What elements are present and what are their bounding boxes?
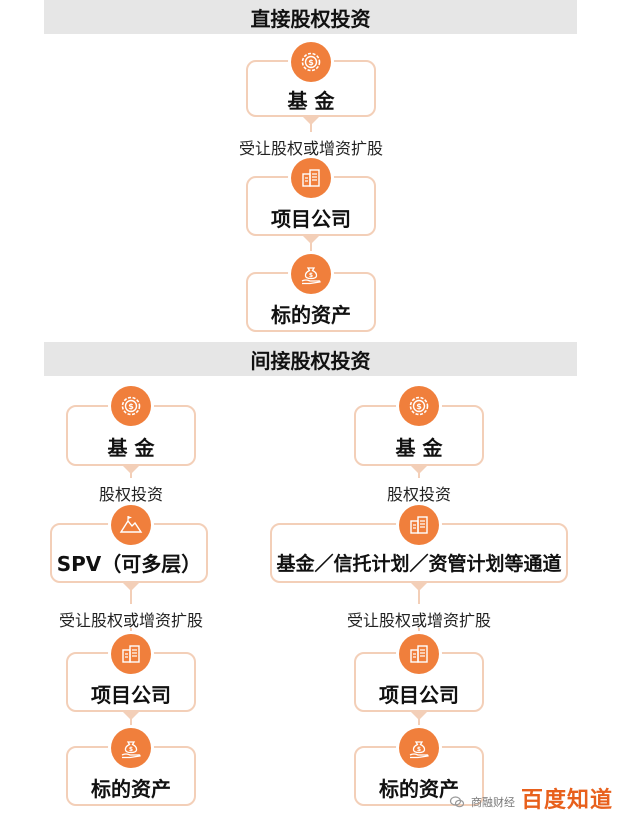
node-fund-direct-label: 基 金: [287, 89, 335, 113]
node-fund-direct: 基 金: [246, 60, 376, 117]
watermark-big-text: 百度知道: [520, 788, 613, 813]
section-title-indirect-text: 间接股权投资: [250, 348, 371, 373]
edge-label-left-1: 股权投资: [98, 485, 164, 504]
watermark: 商融财经 百度知道: [449, 782, 613, 814]
node-fund-left: 基 金: [66, 405, 196, 466]
node-project-direct-label: 项目公司: [271, 206, 351, 231]
section-title-indirect: 间接股权投资: [44, 342, 577, 376]
edge-label-right-2: 受让股权或增资扩股: [346, 611, 492, 630]
building-icon: [399, 505, 439, 545]
mountain-icon: [111, 505, 151, 545]
building-icon: [111, 634, 151, 674]
edge-label-left-2: 受让股权或增资扩股: [58, 611, 204, 630]
node-channel-label: 基金／信托计划／资管计划等通道: [276, 552, 562, 575]
node-fund-right-label: 基 金: [395, 436, 443, 460]
edge-label-direct-1: 受让股权或增资扩股: [238, 139, 384, 158]
section-title-direct: 直接股权投资: [44, 0, 577, 34]
gear-dollar-icon: [291, 42, 331, 82]
gear-dollar-icon: [111, 386, 151, 426]
node-project-right-label: 项目公司: [379, 682, 459, 707]
hand-money-bag-icon: [399, 728, 439, 768]
watermark-small-text: 商融财经: [470, 796, 515, 809]
node-asset-left-label: 标的资产: [91, 776, 171, 801]
hand-money-bag-icon: [291, 254, 331, 294]
node-project-left-label: 项目公司: [91, 682, 171, 707]
edge-label-right-1: 股权投资: [386, 485, 452, 504]
building-icon: [291, 158, 331, 198]
node-asset-direct-label: 标的资产: [271, 302, 351, 327]
node-spv-label: SPV（可多层）: [56, 551, 202, 576]
gear-dollar-icon: [399, 386, 439, 426]
node-fund-left-label: 基 金: [107, 436, 155, 460]
wechat-icon: [449, 796, 465, 808]
node-spv: SPV（可多层）: [50, 523, 208, 583]
building-icon: [399, 634, 439, 674]
node-asset-right-label: 标的资产: [379, 776, 459, 801]
hand-money-bag-icon: [111, 728, 151, 768]
section-title-direct-text: 直接股权投资: [250, 6, 371, 31]
